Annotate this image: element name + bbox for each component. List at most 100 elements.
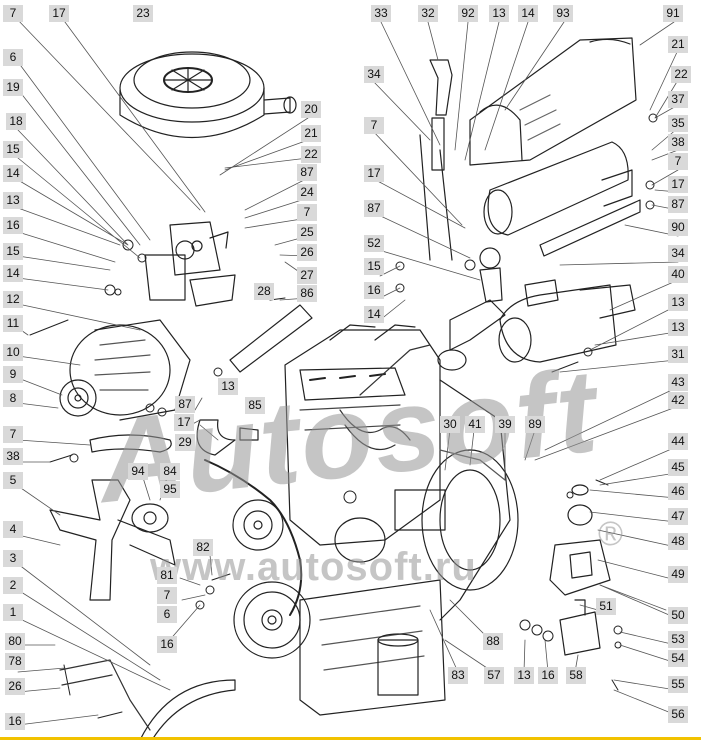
part-number-label: 16: [364, 282, 384, 299]
part-number-label: 78: [5, 653, 25, 670]
part-number-label: 7: [668, 153, 688, 170]
coolant-hose-drawing: [196, 419, 236, 456]
part-number-label: 4: [3, 521, 23, 538]
part-number-label: 17: [174, 414, 194, 431]
part-number-label: 21: [668, 36, 688, 53]
part-number-label: 41: [465, 416, 485, 433]
part-number-label: 45: [668, 459, 688, 476]
heat-shield-drawing: [469, 37, 637, 166]
part-number-label: 20: [301, 101, 321, 118]
part-number-label: 14: [364, 306, 384, 323]
part-number-label: 13: [514, 667, 534, 684]
part-number-label: 13: [218, 378, 238, 395]
part-number-label: 28: [254, 283, 274, 300]
part-number-label: 7: [157, 587, 177, 604]
crank-pulleys-drawing: [204, 459, 386, 659]
part-number-label: 23: [133, 5, 153, 22]
mount-bracket-drawing: [144, 221, 236, 307]
part-number-label: 40: [668, 266, 688, 283]
part-number-label: 46: [668, 483, 688, 500]
part-number-label: 87: [364, 200, 384, 217]
part-number-label: 81: [157, 567, 177, 584]
part-number-label: 25: [297, 224, 317, 241]
part-number-label: 15: [3, 243, 23, 260]
part-number-label: 17: [49, 5, 69, 22]
part-number-label: 5: [3, 472, 23, 489]
part-number-label: 22: [671, 66, 691, 83]
part-number-label: 14: [3, 165, 23, 182]
part-number-label: 52: [364, 235, 384, 252]
part-number-label: 9: [3, 366, 23, 383]
part-number-label: 14: [518, 5, 538, 22]
leader-lines: [15, 17, 679, 726]
part-number-label: 89: [525, 416, 545, 433]
part-number-label: 58: [566, 667, 586, 684]
part-number-label: 32: [418, 5, 438, 22]
part-number-label: 6: [157, 606, 177, 623]
part-number-label: 8: [3, 390, 23, 407]
fuel-lines-drawing: [339, 344, 431, 451]
part-number-label: 30: [440, 416, 460, 433]
lower-bracket-drawing: [59, 659, 151, 731]
part-number-label: 6: [3, 49, 23, 66]
part-number-label: 94: [128, 463, 148, 480]
part-number-label: 95: [160, 481, 180, 498]
fan-drawing: [49, 479, 176, 601]
exhaust-pipe-drawing: [419, 59, 453, 261]
part-number-label: 42: [668, 392, 688, 409]
part-number-label: 34: [364, 66, 384, 83]
part-number-label: 93: [553, 5, 573, 22]
part-number-label: 87: [668, 196, 688, 213]
part-number-label: 24: [297, 184, 317, 201]
alternator-drawing: [59, 319, 191, 421]
part-number-label: 7: [3, 5, 23, 22]
part-number-label: 44: [668, 433, 688, 450]
part-number-label: 48: [668, 533, 688, 550]
part-number-label: 3: [3, 550, 23, 567]
part-number-label: 21: [301, 125, 321, 142]
part-number-label: 15: [3, 141, 23, 158]
part-number-label: 54: [668, 650, 688, 667]
part-number-label: 16: [538, 667, 558, 684]
part-number-label: 56: [668, 706, 688, 723]
part-number-label: 87: [175, 396, 195, 413]
belt-drawing: [89, 434, 172, 453]
part-number-label: 16: [157, 636, 177, 653]
part-number-label: 88: [483, 633, 503, 650]
part-number-label: 39: [495, 416, 515, 433]
part-number-label: 16: [5, 713, 25, 730]
part-number-label: 33: [371, 5, 391, 22]
part-number-label: 53: [668, 631, 688, 648]
part-number-label: 14: [3, 265, 23, 282]
part-number-label: 7: [364, 117, 384, 134]
part-number-label: 87: [297, 164, 317, 181]
part-number-label: 57: [484, 667, 504, 684]
part-number-label: 27: [297, 267, 317, 284]
part-number-label: 50: [668, 607, 688, 624]
part-number-label: 82: [193, 539, 213, 556]
fan-shroud-drawing: [139, 679, 236, 740]
part-number-label: 38: [3, 448, 23, 465]
part-number-label: 43: [668, 374, 688, 391]
part-number-label: 26: [5, 678, 25, 695]
part-number-label: 13: [3, 192, 23, 209]
part-number-label: 18: [6, 113, 26, 130]
part-number-label: 90: [668, 219, 688, 236]
bottom-rule: [0, 737, 701, 740]
engine-mounts-drawing: [549, 484, 611, 656]
part-number-label: 31: [668, 346, 688, 363]
part-number-label: 7: [297, 204, 317, 221]
part-number-label: 17: [364, 165, 384, 182]
part-number-label: 49: [668, 566, 688, 583]
engine-block-drawing: [284, 324, 519, 621]
air-filter-drawing: [119, 51, 297, 138]
muffler-drawing: [483, 141, 641, 257]
part-number-label: 13: [668, 319, 688, 336]
part-number-label: 38: [668, 134, 688, 151]
part-number-label: 26: [297, 244, 317, 261]
part-number-label: 15: [364, 258, 384, 275]
part-number-label: 7: [3, 426, 23, 443]
part-number-label: 16: [3, 217, 23, 234]
